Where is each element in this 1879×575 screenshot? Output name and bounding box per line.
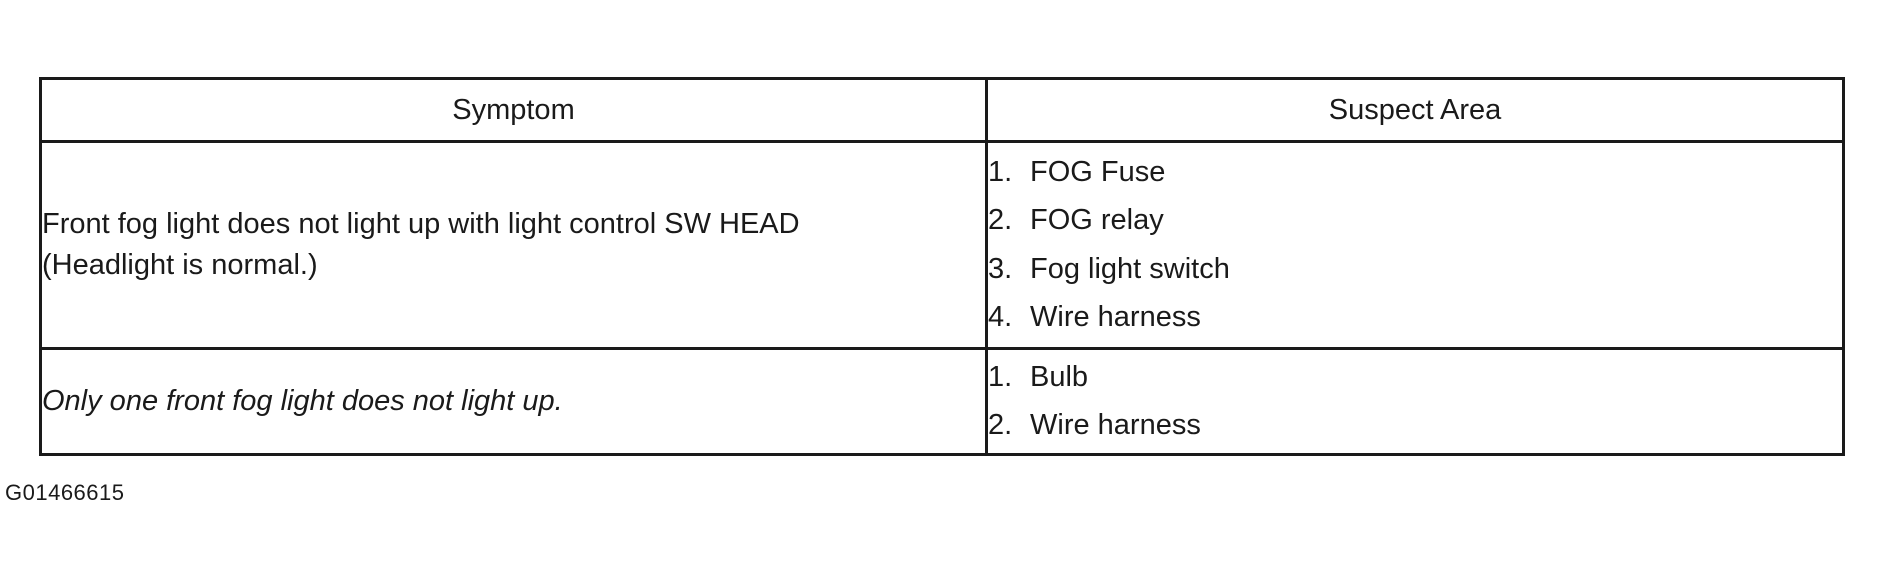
suspect-area-cell: 1. Bulb 2. Wire harness	[985, 347, 1845, 456]
list-item-text: Fog light switch	[1030, 252, 1230, 285]
suspect-area-list: 1. Bulb 2. Wire harness	[988, 353, 1842, 450]
list-item-number: 2.	[988, 204, 1013, 237]
table-row: Only one front fog light does not light …	[39, 347, 1845, 456]
symptom-text-line: (Headlight is normal.)	[42, 249, 318, 281]
list-item: 2. FOG relay	[988, 197, 1842, 246]
list-item: 3. Fog light switch	[988, 245, 1842, 294]
symptom-text-line: Only one front fog light does not light …	[42, 385, 563, 417]
list-item: 1. Bulb	[988, 353, 1842, 402]
list-item-number: 1.	[988, 360, 1013, 393]
troubleshooting-table-container: Symptom Suspect Area Front fog light doe…	[39, 77, 1845, 456]
suspect-area-cell: 1. FOG Fuse 2. FOG relay 3. Fog light sw…	[985, 140, 1845, 350]
list-item-number: 1.	[988, 155, 1013, 188]
troubleshooting-table: Symptom Suspect Area Front fog light doe…	[39, 77, 1845, 456]
table-row: Front fog light does not light up with l…	[39, 140, 1845, 350]
list-item: 2. Wire harness	[988, 402, 1842, 451]
symptom-cell: Only one front fog light does not light …	[39, 347, 988, 456]
symptom-text-line: Front fog light does not light up with l…	[42, 208, 800, 240]
list-item-number: 4.	[988, 301, 1013, 334]
list-item: 4. Wire harness	[988, 294, 1842, 343]
list-item-text: FOG Fuse	[1030, 155, 1166, 188]
figure-id: G01466615	[5, 480, 125, 505]
list-item-text: FOG relay	[1030, 204, 1164, 237]
list-item-number: 2.	[988, 409, 1013, 442]
list-item: 1. FOG Fuse	[988, 148, 1842, 197]
list-item-number: 3.	[988, 252, 1013, 285]
list-item-text: Bulb	[1030, 360, 1089, 393]
list-item-text: Wire harness	[1030, 301, 1201, 334]
symptom-cell: Front fog light does not light up with l…	[39, 140, 988, 350]
suspect-area-list: 1. FOG Fuse 2. FOG relay 3. Fog light sw…	[988, 144, 1842, 346]
table-header-row: Symptom Suspect Area	[39, 77, 1845, 143]
symptom-column-header: Symptom	[39, 77, 988, 143]
list-item-text: Wire harness	[1030, 409, 1201, 442]
suspect-area-column-header: Suspect Area	[985, 77, 1845, 143]
